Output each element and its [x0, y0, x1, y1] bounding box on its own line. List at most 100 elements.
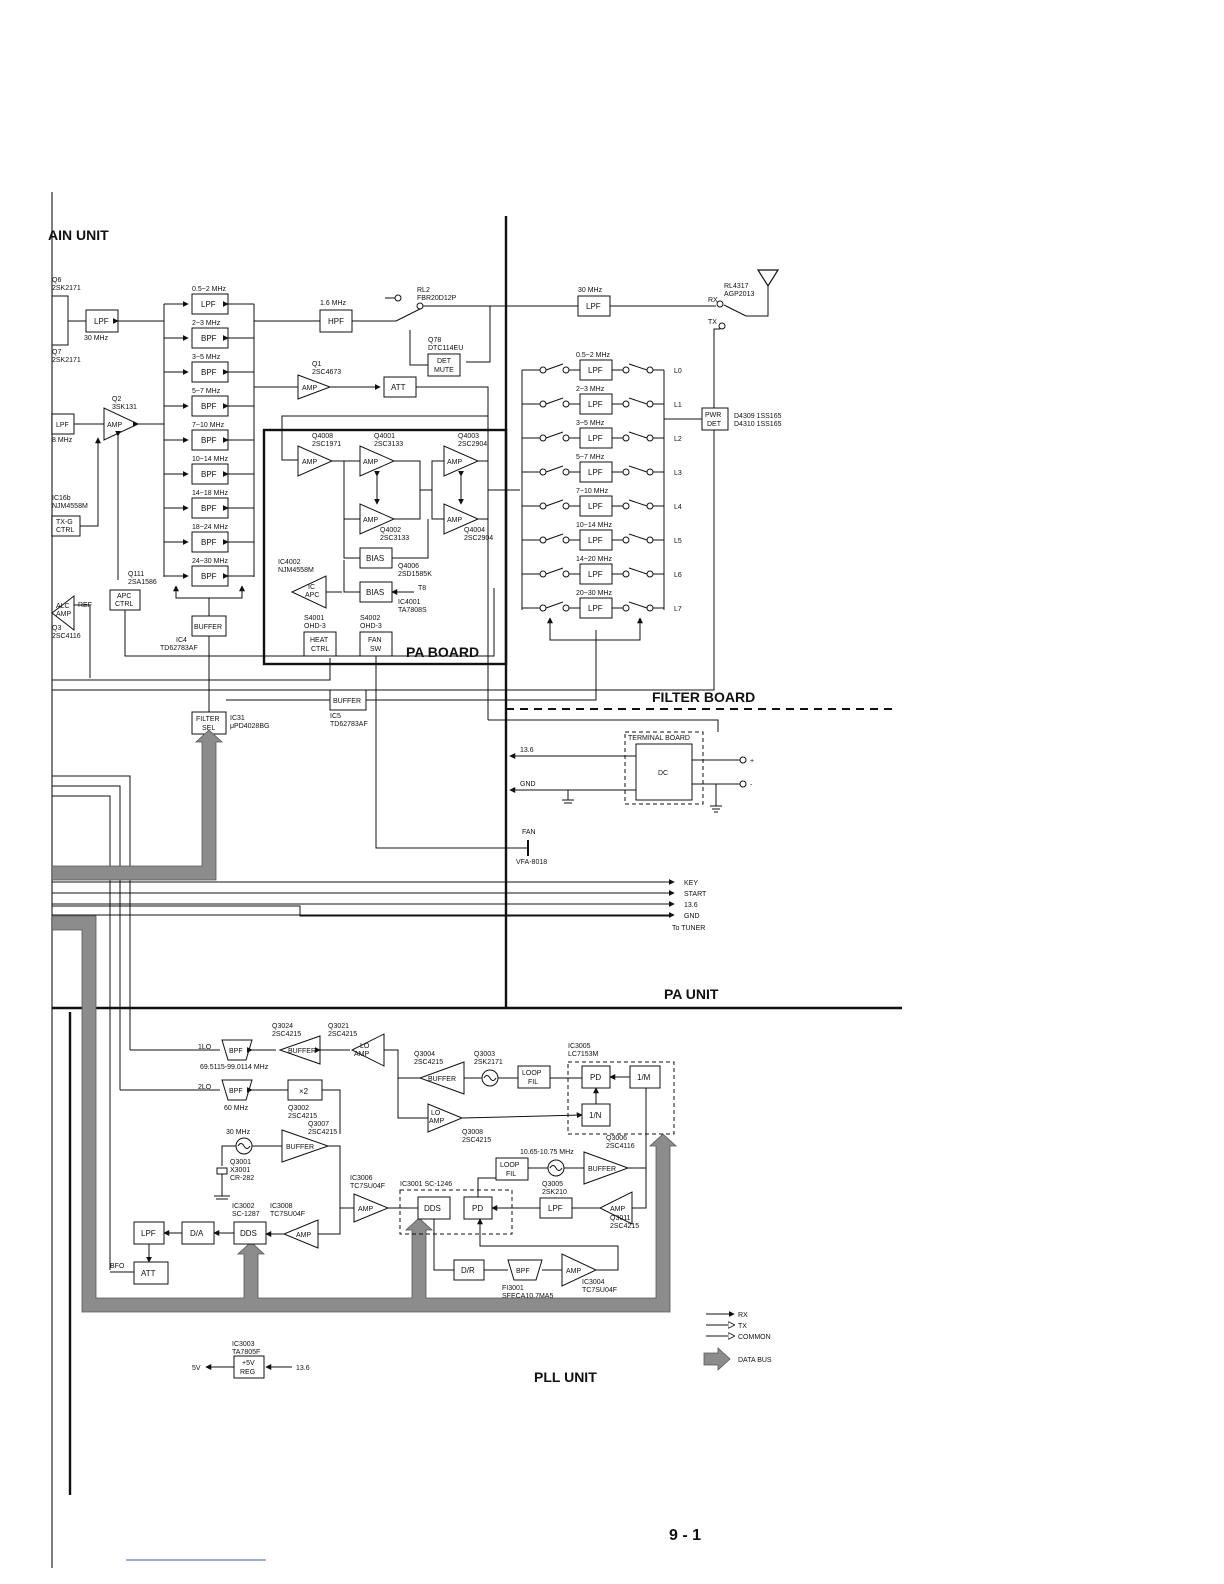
- ic5-buffer-label: BUFFER: [333, 698, 361, 705]
- filter-ctrl-wire: [549, 628, 641, 641]
- q3008-amp-label: AMP: [429, 1118, 445, 1125]
- filter-in-contact-b: [562, 570, 570, 578]
- bpf-freq-label: 2~3 MHz: [192, 320, 221, 327]
- alc-amp-label: AMP: [56, 611, 72, 618]
- q4001-label: Q4001: [374, 433, 395, 440]
- d4309-label: D4309 1SS165: [734, 413, 782, 420]
- tuner-label: KEY: [684, 880, 698, 887]
- rx-lpf2-label: LPF: [56, 422, 69, 429]
- filter-in-switch: [545, 499, 564, 507]
- amp-feedback: [477, 1218, 619, 1271]
- ic31-part: μPD4028BG: [230, 723, 269, 730]
- fi3001-bpf-label: BPF: [516, 1268, 530, 1275]
- ic4001-label: IC4001: [398, 599, 421, 606]
- filter-in-switch: [545, 601, 564, 609]
- q3021-lo-label: LO: [360, 1043, 370, 1050]
- lo1-bpf-label: BPF: [229, 1048, 243, 1055]
- ic3003-part: TA7805F: [232, 1349, 260, 1356]
- filter-out-contact: [622, 536, 630, 544]
- rx-lpf2-freq: 8 MHz: [52, 437, 73, 444]
- filter-freq-label: 5~7 MHz: [576, 454, 605, 461]
- bfo-lpf-label: LPF: [141, 1229, 156, 1238]
- div-m-label: 1/M: [637, 1073, 651, 1082]
- pd-label-2: PD: [472, 1204, 483, 1213]
- filter-out-contact-b: [646, 400, 654, 408]
- ic5-label: IC5: [330, 713, 341, 720]
- bpf-label: BPF: [201, 504, 217, 513]
- tuner-label: 13.6: [684, 902, 698, 909]
- buffer-to-bpf-sel-b: [209, 585, 245, 599]
- minus-label: -: [750, 782, 753, 789]
- filter-in-contact-b: [562, 400, 570, 408]
- q3001-label: Q3001: [230, 1159, 251, 1166]
- fi3001-part: SFECA10.7MA5: [502, 1293, 553, 1300]
- q4006-label: Q4006: [398, 563, 419, 570]
- q3008-lo-label: LO: [431, 1110, 441, 1117]
- q3004-part: 2SC4215: [414, 1059, 443, 1066]
- q3007-label: Q3007: [308, 1121, 329, 1128]
- bpf-freq-label: 7~10 MHz: [192, 422, 225, 429]
- q3008-lo-amp-triangle: [427, 1103, 464, 1133]
- main-unit-title: AIN UNIT: [48, 227, 109, 243]
- q1-amp-label: AMP: [302, 385, 318, 392]
- ic3002-label: IC3002: [232, 1203, 255, 1210]
- ic3008-part: TC7SU04F: [270, 1211, 305, 1218]
- lpf30-label: LPF: [586, 302, 601, 311]
- bpf-freq-label: 18~24 MHz: [192, 524, 228, 531]
- lpf30-freq: 30 MHz: [578, 287, 603, 294]
- q3011-amp-label: AMP: [610, 1206, 626, 1213]
- fan-device-part: VFA-8018: [516, 859, 547, 866]
- filter-in-switch: [545, 533, 564, 541]
- txg-wire: [80, 437, 101, 527]
- filter-out-contact: [622, 604, 630, 612]
- t8-label: T8: [418, 585, 426, 592]
- fan-sw-box: [359, 631, 393, 657]
- tx-contact: [718, 322, 726, 330]
- bfo-att-box: [133, 1261, 169, 1285]
- pd-label-1: PD: [590, 1073, 601, 1082]
- q3024-part: 2SC4215: [272, 1031, 301, 1038]
- bfo-label: BFO: [110, 1263, 125, 1270]
- s4002-label: S4002: [360, 615, 380, 622]
- ic3004-amp-label: AMP: [566, 1268, 582, 1275]
- filter-out-switch: [628, 601, 648, 609]
- pa-stage1-split: [343, 461, 360, 520]
- terminal-board-label: TERMINAL BOARD: [628, 735, 690, 742]
- tx-label: TX: [708, 319, 717, 326]
- xtal-icon: [216, 1167, 228, 1175]
- apc-ctrl-label: CTRL: [115, 601, 133, 608]
- rl2-part: FBR20D12P: [417, 295, 457, 302]
- q4008-part: 2SC1971: [312, 441, 341, 448]
- lo2-label: 2LO: [198, 1084, 212, 1091]
- pd2-to-loop: [477, 1177, 496, 1197]
- alc-label: ALC: [56, 603, 70, 610]
- q3007-part: 2SC4215: [308, 1129, 337, 1136]
- q3-part: 2SC4116: [52, 633, 81, 640]
- fi3001-bpf-box: [507, 1259, 543, 1281]
- q3008-to-divn: [461, 1112, 583, 1119]
- filter-in-contact: [539, 570, 547, 578]
- x3001-label: X3001: [230, 1167, 250, 1174]
- ic3004-label: IC3004: [582, 1279, 605, 1286]
- lo1-bpf-box: [221, 1039, 253, 1061]
- filter-lpf-label: LPF: [588, 400, 603, 409]
- q3005-label: Q3005: [542, 1181, 563, 1188]
- filter-line-label: L7: [674, 606, 682, 613]
- ic3004-amp-triangle: [561, 1253, 598, 1287]
- q3006-buffer-triangle: [583, 1151, 630, 1185]
- bias1-wire-b: [392, 519, 429, 559]
- pwr-det-label: DET: [707, 421, 722, 428]
- dc-label: DC: [658, 770, 668, 777]
- q1-part: 2SC4673: [312, 369, 341, 376]
- rl2-det-wire: [423, 305, 491, 363]
- main-lpf-freq: 30 MHz: [84, 335, 109, 342]
- bpf-label: BPF: [201, 470, 217, 479]
- mute-label: MUTE: [434, 367, 454, 374]
- alc-ref-wire: [74, 604, 91, 678]
- q4002-part: 2SC3133: [380, 535, 409, 542]
- buffer-to-divm: [628, 1088, 647, 1169]
- bpf-label: BPF: [201, 402, 217, 411]
- vco-q3003-wave: [483, 1075, 497, 1081]
- filter-out-contact-b: [646, 570, 654, 578]
